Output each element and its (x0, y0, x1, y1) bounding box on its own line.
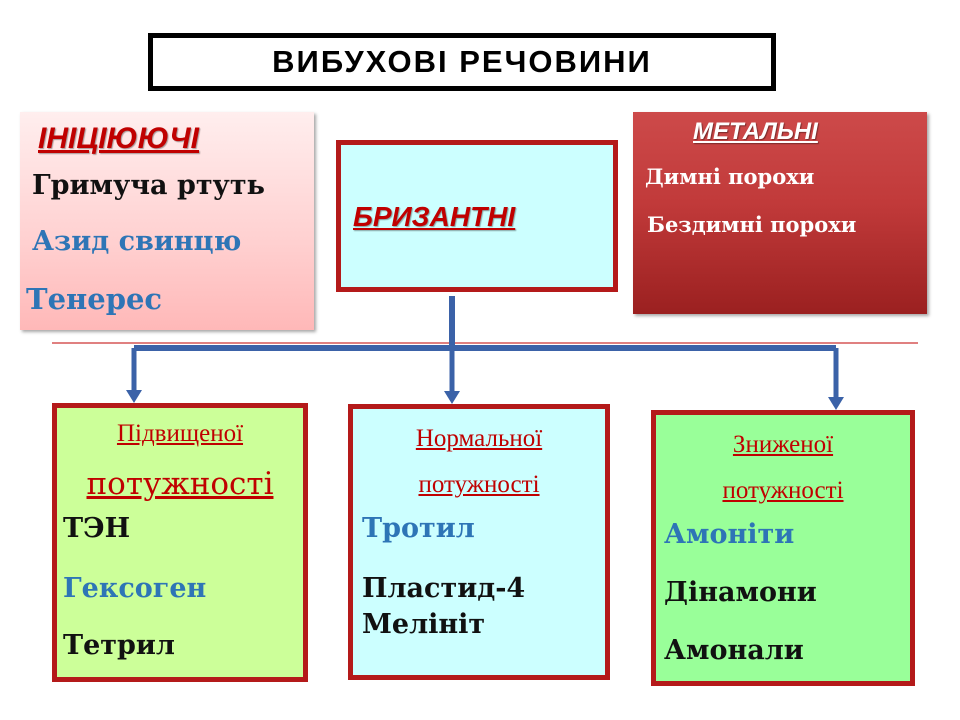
propellant-box: МЕТАЛЬНІ Димні порохи Бездимні порохи (633, 112, 927, 314)
high-power-item: Гексоген (63, 573, 207, 604)
low-power-item: Амоніти (664, 519, 795, 550)
arrow-right-icon (828, 397, 844, 410)
arrow-center-icon (444, 391, 460, 404)
high-power-heading-line1: Підвищеної (116, 420, 244, 447)
arrow-left-icon (126, 390, 142, 403)
high-power-box: Підвищеної потужності ТЭН Гексоген Тетри… (52, 403, 308, 682)
initiating-item: Гримуча ртуть (32, 170, 265, 201)
propellant-item: Димні порохи (645, 164, 815, 189)
low-power-heading-line2: потужності (722, 477, 844, 504)
initiating-box: ІНІЦІЮЮЧІ Гримуча ртуть Азид свинцю Тене… (20, 112, 314, 330)
high-power-item: Тетрил (63, 630, 175, 661)
high-power-item: ТЭН (63, 513, 131, 544)
low-power-box: Зниженої потужності Амоніти Дінамони Амо… (651, 410, 915, 686)
normal-power-item: Пластид-4 (362, 573, 526, 604)
normal-power-heading-line1: Нормальної (415, 425, 543, 452)
propellant-item: Бездимні порохи (647, 212, 857, 237)
propellant-heading: МЕТАЛЬНІ (693, 118, 818, 145)
initiating-item: Тенерес (26, 282, 163, 316)
normal-power-item: Мелініт (362, 609, 486, 640)
low-power-item: Дінамони (664, 577, 817, 608)
low-power-heading-line1: Зниженої (732, 431, 834, 458)
normal-power-box: Нормальної потужності Тротил Пластид-4 М… (348, 404, 610, 680)
initiating-heading: ІНІЦІЮЮЧІ (38, 122, 200, 155)
normal-power-heading-line2: потужності (418, 471, 540, 498)
low-power-item: Амонали (664, 635, 804, 666)
diagram-title: ВИБУХОВІ РЕЧОВИНИ (148, 33, 776, 91)
initiating-item: Азид свинцю (32, 226, 242, 257)
normal-power-item: Тротил (362, 513, 475, 544)
brisant-box: БРИЗАНТНІ (336, 140, 618, 292)
brisant-heading: БРИЗАНТНІ (353, 201, 516, 232)
high-power-heading-line2: потужності (86, 466, 274, 502)
